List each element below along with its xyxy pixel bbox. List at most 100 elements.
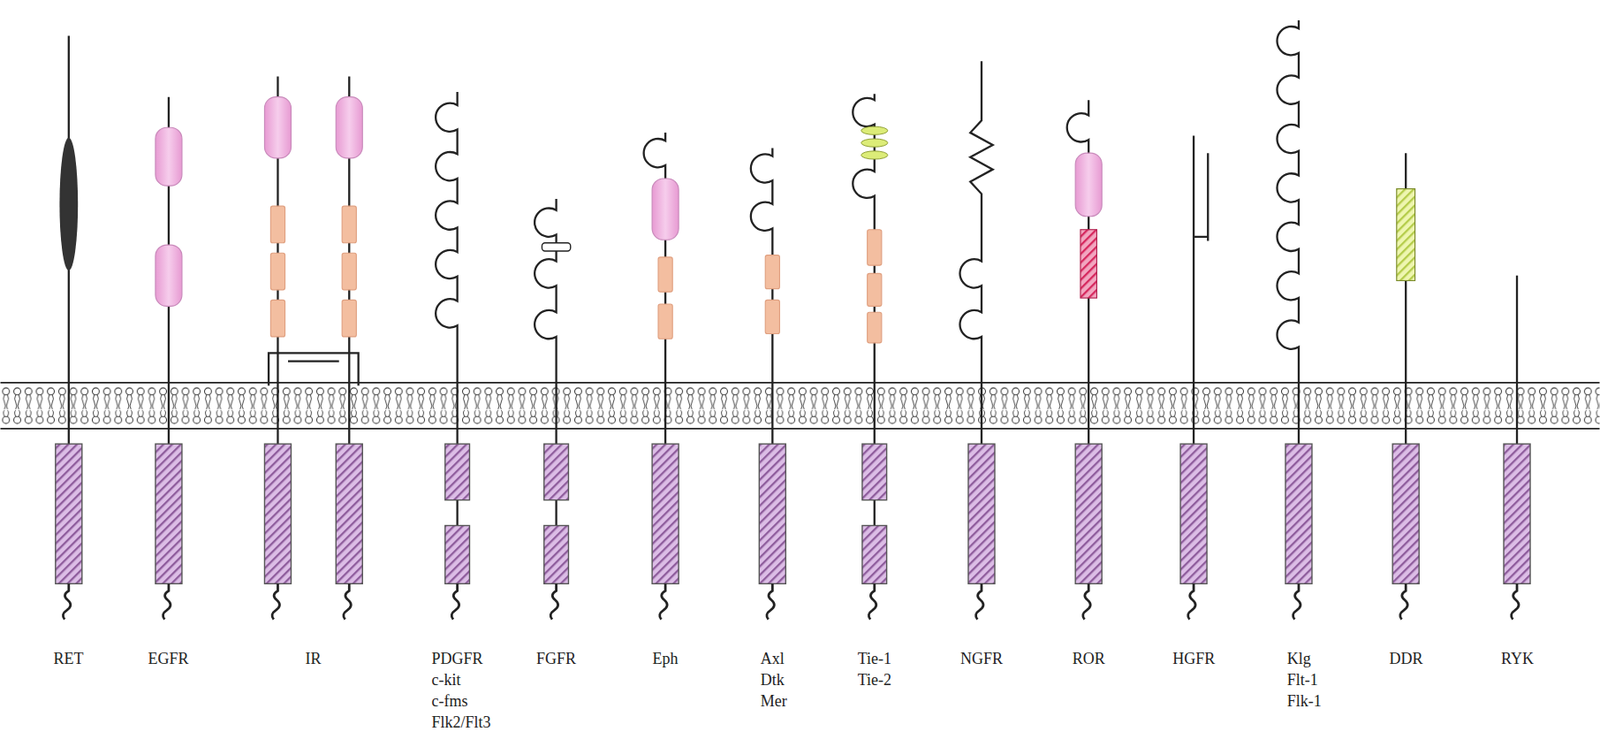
c-terminal-tail — [550, 583, 559, 619]
receptor-label: DDR — [1389, 648, 1424, 668]
egf-like-domain — [861, 151, 888, 160]
kinase-domain — [335, 443, 363, 584]
disulfide-bridge — [268, 352, 359, 386]
cysteine-rich-domain — [155, 244, 182, 306]
c-terminal-tail — [1511, 583, 1520, 619]
c-terminal-tail — [272, 583, 281, 619]
c-terminal-tail — [1400, 583, 1409, 619]
receptor-label: Flk-1 — [1287, 690, 1322, 711]
receptor-label: Flk2/Flt3 — [431, 712, 491, 732]
c-terminal-tail — [1188, 583, 1197, 619]
c-terminal-tail — [451, 583, 460, 619]
kinase-domain — [55, 443, 83, 584]
c-terminal-tail — [343, 583, 352, 619]
receptor — [1392, 152, 1419, 620]
cysteine-rich-domain — [335, 97, 363, 159]
receptor — [1277, 20, 1312, 620]
egf-like-domain — [861, 126, 888, 135]
receptor-label: Klg — [1287, 648, 1312, 668]
kinase-domain — [264, 443, 291, 584]
c-terminal-tail — [1293, 583, 1302, 619]
kinase-domain — [862, 443, 888, 500]
alpha-chain — [1193, 152, 1208, 241]
c-terminal-tail — [1083, 583, 1092, 619]
receptor — [264, 76, 291, 620]
fibronectin-domain — [341, 205, 357, 243]
cadherin-domain — [59, 137, 78, 271]
receptor — [335, 76, 363, 620]
receptor — [1180, 136, 1208, 620]
fibronectin-domain — [270, 299, 285, 337]
membrane-edge — [0, 427, 1600, 430]
fibronectin-domain — [765, 255, 780, 289]
lipid-bilayer — [0, 382, 1600, 429]
kinase-domain — [1180, 443, 1207, 584]
kinase-insert — [455, 500, 458, 526]
polypeptide-chain — [959, 60, 993, 444]
receptor-label: Eph — [652, 648, 679, 668]
fibronectin-domain — [341, 252, 357, 290]
receptor — [1067, 99, 1102, 620]
kinase-domain — [1392, 443, 1419, 584]
receptor-label: RET — [53, 648, 84, 668]
c-terminal-tail — [868, 583, 877, 619]
receptor-label: PDGFR — [431, 648, 483, 668]
polypeptide-chain — [1516, 275, 1518, 444]
fibronectin-domain — [658, 303, 673, 339]
receptor-label: ROR — [1072, 648, 1106, 668]
fibronectin-domain — [867, 229, 882, 266]
fibronectin-domain — [270, 252, 285, 290]
kringle-domain — [1080, 229, 1097, 298]
polypeptide-chain — [1192, 136, 1195, 445]
receptor-label: IR — [305, 648, 322, 668]
kinase-insert — [873, 500, 876, 526]
receptor-label: FGFR — [536, 648, 577, 668]
receptor-label: Tie-2 — [857, 669, 892, 690]
fibronectin-domain — [341, 299, 357, 337]
kinase-domain — [544, 443, 569, 500]
receptor-label: Tie-1 — [857, 648, 892, 668]
kinase-domain — [1503, 443, 1531, 584]
polypeptide-chain — [534, 198, 556, 444]
receptor-label: HGFR — [1172, 648, 1215, 668]
kinase-domain — [1075, 443, 1102, 584]
fibronectin-domain — [658, 257, 673, 292]
receptor-label: c-kit — [431, 669, 461, 690]
polypeptide-chain — [750, 147, 773, 444]
receptor-label: Mer — [760, 690, 788, 711]
receptor — [644, 132, 679, 620]
fibronectin-domain — [867, 272, 882, 306]
receptor — [852, 93, 888, 620]
kinase-domain — [1285, 443, 1312, 584]
receptor — [959, 60, 994, 619]
receptor-label: EGFR — [148, 648, 190, 668]
kinase-domain — [544, 525, 569, 584]
kinase-domain — [862, 525, 888, 584]
kinase-domain — [968, 443, 995, 584]
kinase-domain — [155, 443, 182, 584]
c-terminal-tail — [62, 583, 71, 619]
c-terminal-tail — [976, 583, 985, 619]
receptor — [435, 91, 470, 620]
cysteine-rich-domain — [155, 127, 182, 186]
cysteine-rich-domain — [264, 97, 291, 159]
receptor — [55, 35, 83, 619]
receptor-label: Dtk — [760, 669, 785, 690]
kinase-domain — [652, 443, 679, 584]
receptor-label: Axl — [760, 648, 785, 668]
receptor — [534, 198, 571, 620]
fibronectin-domain — [270, 205, 285, 243]
c-terminal-tail — [659, 583, 668, 619]
kinase-insert — [554, 500, 557, 526]
kinase-domain — [445, 525, 471, 584]
kinase-domain — [445, 443, 471, 500]
c-terminal-tail — [766, 583, 775, 619]
receptor-label: c-fms — [431, 690, 468, 711]
receptor — [155, 97, 182, 620]
c-terminal-tail — [162, 583, 171, 619]
receptor-label: NGFR — [960, 648, 1003, 668]
membrane-edge — [0, 381, 1600, 384]
receptor — [1503, 275, 1531, 620]
fibronectin-domain — [867, 311, 882, 343]
